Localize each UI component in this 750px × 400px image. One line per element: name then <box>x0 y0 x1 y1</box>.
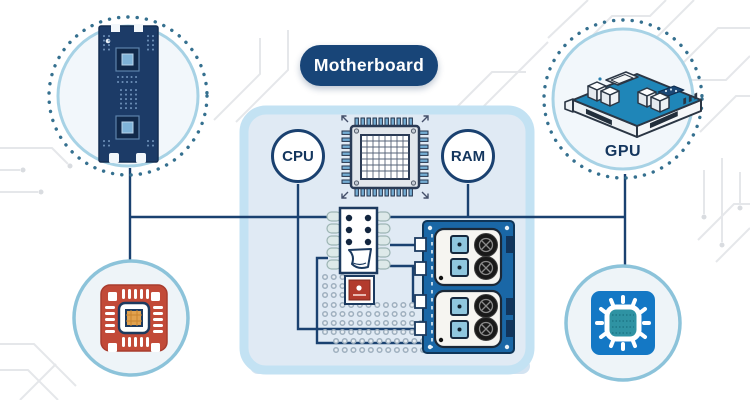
motherboard-title-pill: Motherboard <box>300 45 438 86</box>
blue-processor-icon <box>591 291 655 355</box>
small-transistor-icon <box>344 275 375 305</box>
ram-module-icon <box>98 24 159 163</box>
red-microchip-icon <box>100 284 168 352</box>
power-module-icon <box>414 220 515 354</box>
node-bottom-right <box>564 264 682 382</box>
gpu-label: GPU <box>604 143 642 160</box>
node-top-right <box>542 18 704 180</box>
gpu-card-icon <box>564 71 702 138</box>
capacitor-icons <box>474 233 498 341</box>
ic-component-icon <box>326 206 391 275</box>
node-bottom-left <box>72 259 190 377</box>
ram-label-circle: RAM <box>441 129 495 183</box>
dotted-ring <box>47 15 209 177</box>
cpu-label-circle: CPU <box>271 129 325 183</box>
trace-end-dots <box>20 163 743 248</box>
dotted-ring <box>542 18 704 180</box>
node-top-left <box>47 15 209 177</box>
cpu-chip-icon <box>341 115 429 199</box>
